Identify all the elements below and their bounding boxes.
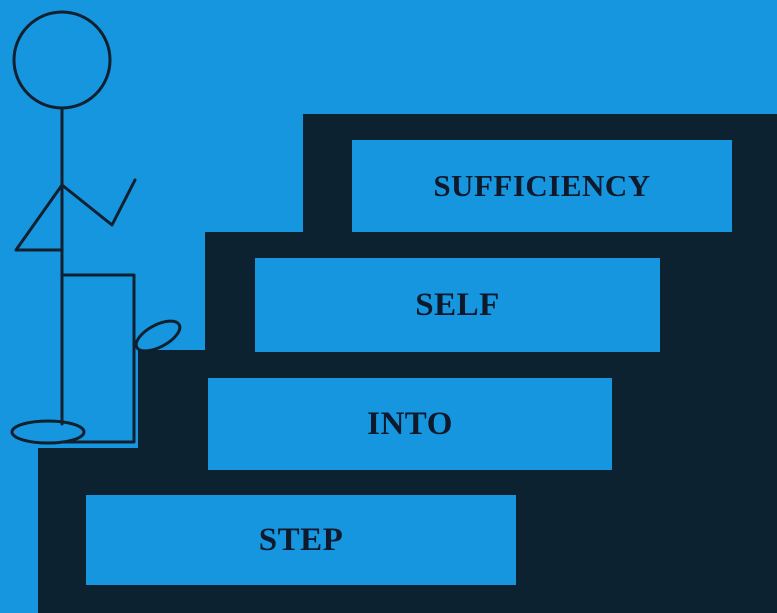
step-label-self: SELF xyxy=(255,258,660,352)
step-label-sufficiency: SUFFICIENCY xyxy=(352,140,732,232)
figure-head xyxy=(12,10,112,110)
figure-standing-foot xyxy=(10,419,86,445)
step-label-into: INTO xyxy=(208,378,612,470)
figure-right-arm xyxy=(60,178,137,227)
figure-raised-foot xyxy=(134,319,182,353)
figure-raised-leg xyxy=(60,273,136,444)
step-label-step: STEP xyxy=(86,495,516,585)
figure-left-arm xyxy=(14,183,64,252)
